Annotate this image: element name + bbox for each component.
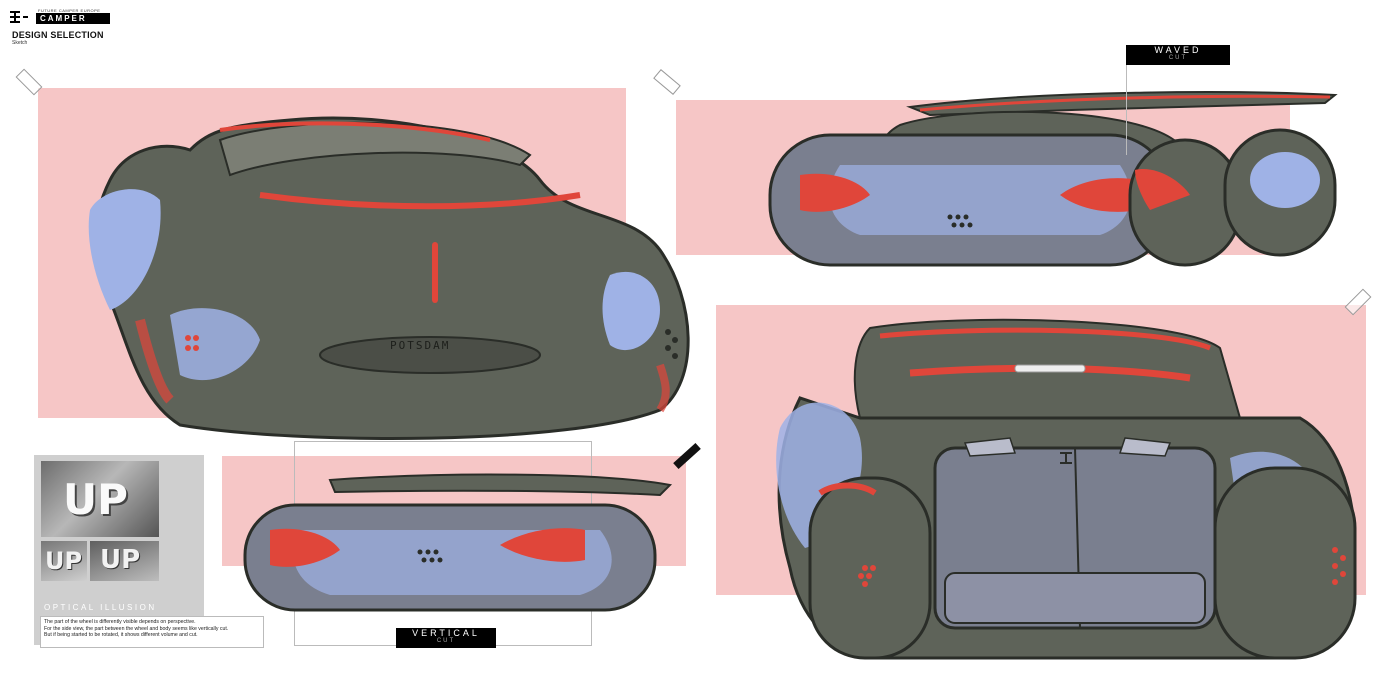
side-bottom-dots xyxy=(417,549,443,563)
rear-roof-red xyxy=(879,327,1211,351)
front-upper-strip xyxy=(219,121,491,142)
page-title: DESIGN SELECTION xyxy=(12,30,104,40)
front-plate-text: POTSDAM xyxy=(390,339,450,352)
waved-guide-line xyxy=(1126,65,1127,155)
rear-hatch-lower xyxy=(944,572,1206,624)
rear-left-lights xyxy=(858,565,876,587)
vertical-cut-tag: VERTICAL CUT xyxy=(396,628,496,648)
side-top-dots xyxy=(947,214,973,228)
side-view-bottom-sketch xyxy=(243,473,673,612)
waved-cut-line1: WAVED xyxy=(1154,45,1202,55)
rear-third-brake xyxy=(1014,364,1086,373)
side-top-left-lamp xyxy=(800,173,870,212)
illusion-photo-right-text: UP xyxy=(100,545,141,575)
illusion-description: The part of the wheel is differently vis… xyxy=(40,616,264,648)
front-left-highlight xyxy=(88,189,161,310)
rear-wheel-right xyxy=(1213,466,1357,660)
front-lower-left-highlight xyxy=(170,308,260,381)
front-left-lights xyxy=(185,335,199,351)
front-plate-recess xyxy=(319,336,541,374)
front-right-lights xyxy=(665,329,678,359)
brand-name: CAMPER xyxy=(36,13,110,24)
front-light-strip xyxy=(259,192,581,210)
side-top-pod-blue xyxy=(829,165,1131,235)
side-top-spoiler-red xyxy=(919,94,1331,112)
waved-cut-tag: WAVED CUT xyxy=(1126,45,1230,65)
illusion-photo-left-text: UP xyxy=(45,547,83,575)
side-view-top-sketch xyxy=(768,91,1338,267)
illusion-line-3: But if being started to be rotated, it s… xyxy=(44,632,198,639)
rear-view-sketch xyxy=(776,318,1357,660)
illusion-photo-left: UP xyxy=(41,541,87,581)
front-body xyxy=(93,116,690,441)
brand-sub-label: FUTURE CAMPER EUROPE xyxy=(38,8,101,13)
illusion-photo-main: UP xyxy=(41,461,159,537)
front-right-highlight xyxy=(602,271,660,351)
side-top-wheel-blue xyxy=(1250,152,1320,208)
rear-handle-right xyxy=(1118,437,1172,457)
page-subtitle: Sketch xyxy=(12,40,28,46)
side-top-right-lamp xyxy=(1060,178,1140,212)
illusion-line-2: For the side view, the part between the … xyxy=(44,625,229,632)
illusion-photo-right: UP xyxy=(90,541,159,581)
vertical-cut-line2: CUT xyxy=(436,638,456,644)
side-bottom-right-lamp xyxy=(500,528,585,562)
front-red-wheel-right xyxy=(656,363,670,413)
illusion-line-1: The part of the wheel is differently vis… xyxy=(44,619,196,625)
rear-wheel-left-red xyxy=(818,482,877,496)
camper-logo-icon xyxy=(10,11,28,23)
illusion-title: OPTICAL ILLUSION xyxy=(44,603,157,612)
side-top-wheel-red xyxy=(1135,169,1190,210)
rear-right-lights xyxy=(1332,547,1346,585)
brand: FUTURE CAMPER EUROPE CAMPER xyxy=(10,8,110,26)
waved-cut-line2: CUT xyxy=(1168,55,1188,61)
illusion-photo-main-text: UP xyxy=(63,475,128,524)
vertical-cut-line1: VERTICAL xyxy=(412,628,480,638)
tape-top-middle xyxy=(653,69,681,95)
side-bottom-left-lamp xyxy=(270,528,340,567)
rear-emblem-icon xyxy=(1060,452,1072,464)
rear-handle-left xyxy=(963,437,1017,457)
front-red-wheel-left xyxy=(135,318,174,404)
side-bottom-spoiler xyxy=(328,473,673,497)
front-view-sketch: POTSDAM xyxy=(88,116,690,441)
